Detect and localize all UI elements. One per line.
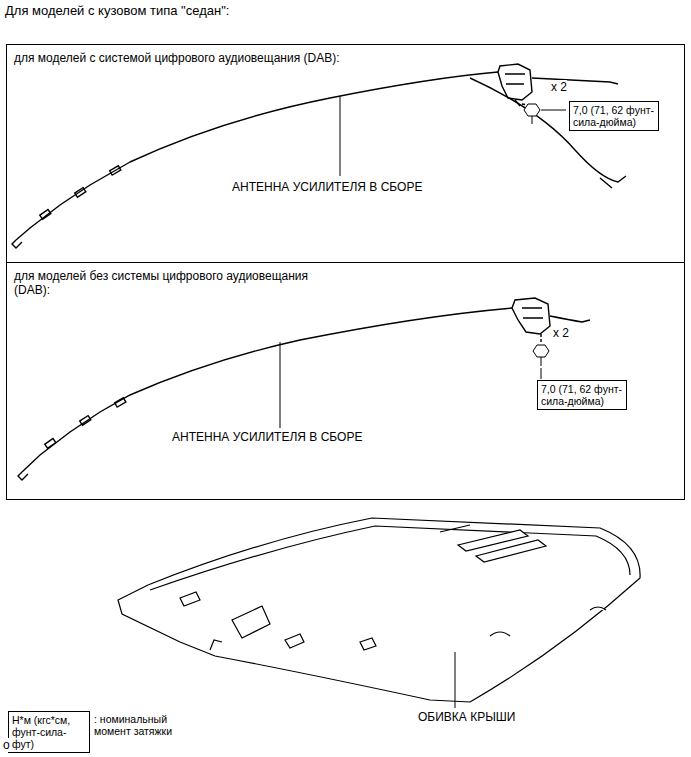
bolt-dab [524,104,540,124]
leader-line [541,368,542,379]
part-name: АНТЕННА УСИЛИТЕЛЯ В СБОРЕ [172,430,362,444]
torque-box: 7,0 (71, 62 фунт-сила-дюйма) [537,380,627,410]
quantity-label: x 2 [553,326,569,340]
page-mark: o [3,738,10,752]
legend-note: : номинальный момент затяжки [90,711,189,737]
roof-headlining [118,518,640,702]
part-name: АНТЕННА УСИЛИТЕЛЯ В СБОРЕ [232,180,422,194]
panel-heading: для моделей без системы цифрового аудиов… [14,269,314,297]
torque-box: 7,0 (71, 62 фунт-сила-дюйма) [569,101,659,131]
torque-value: 7,0 (71, 62 фунт-сила-дюйма) [541,383,623,407]
torque-value: 7,0 (71, 62 фунт-сила-дюйма) [573,104,655,128]
leader-line [280,342,281,428]
quantity-label: x 2 [551,80,567,94]
part-name: ОБИВКА КРЫШИ [418,710,515,724]
antenna-dab [12,64,626,248]
leader-line [541,110,566,111]
page-title: Для моделей с кузовом типа "седан": [5,4,229,18]
bolt-no-dab [533,345,549,366]
variant-panel: для моделей без системы цифрового аудиов… [6,262,685,500]
variant-panel: для моделей с системой цифрового аудиове… [6,44,685,263]
leader-line [455,652,456,708]
leader-line [340,96,341,176]
torque-legend: Н*м (кгс*см, фунт-сила-фут): номинальный… [8,711,189,753]
panel-heading: для моделей с системой цифрового аудиове… [14,51,340,65]
antenna-no-dab [18,298,590,480]
legend-unit: Н*м (кгс*см, фунт-сила-фут) [8,711,90,753]
